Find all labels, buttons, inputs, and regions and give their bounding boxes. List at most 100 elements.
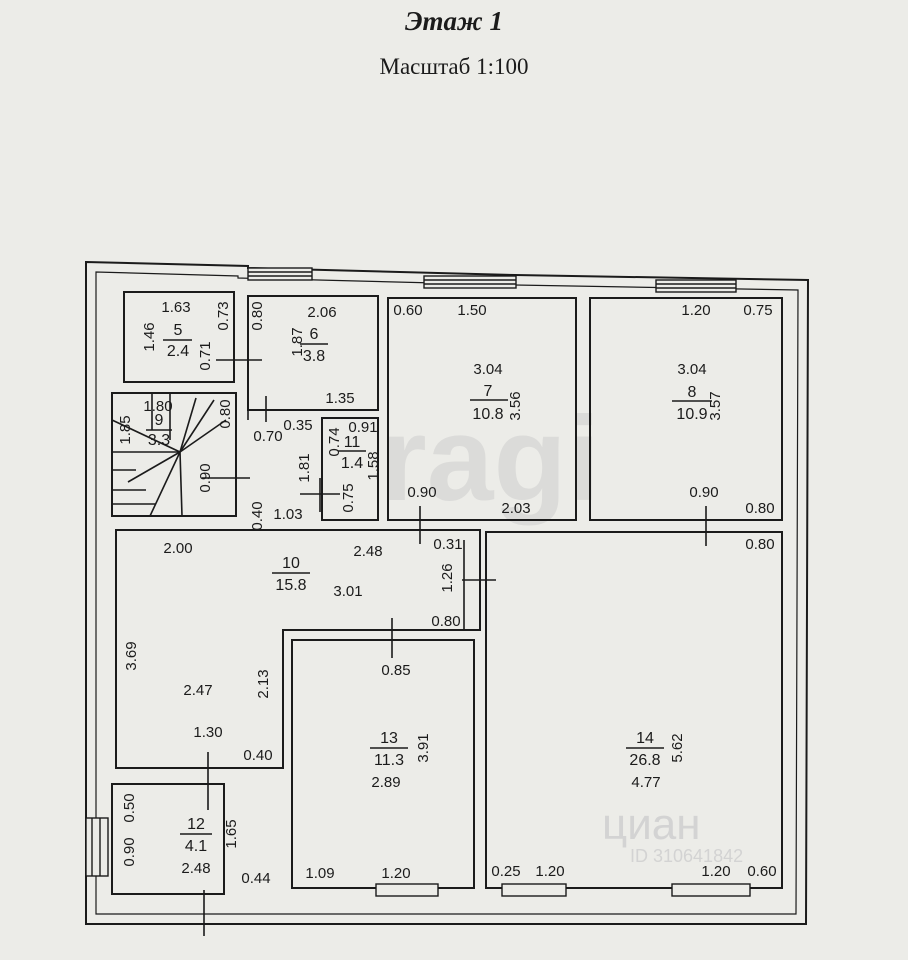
scale-label: Масштаб 1:100 xyxy=(379,54,529,79)
dim-label: 1.09 xyxy=(305,865,334,882)
room-10-number: 10 xyxy=(282,555,300,572)
dim-label: 1.30 xyxy=(193,724,222,741)
dim-label: 0.75 xyxy=(743,302,772,319)
dim-label: 0.80 xyxy=(745,536,774,553)
stair-lines xyxy=(111,393,227,517)
dim-label: 1.50 xyxy=(457,302,486,319)
dim-label: 3.04 xyxy=(473,361,502,378)
room-9-area: 3.3 xyxy=(148,432,170,449)
window-bottom-3 xyxy=(671,883,751,897)
window-top-2 xyxy=(423,275,517,289)
room-7-number: 7 xyxy=(484,383,493,400)
dim-label: 0.90 xyxy=(407,484,436,501)
room-9-outline xyxy=(111,392,237,517)
dim-label: 0.75 xyxy=(340,483,357,512)
room-13-number: 13 xyxy=(380,730,398,747)
dim-label: 0.71 xyxy=(197,341,214,370)
room-5-area: 2.4 xyxy=(167,343,189,360)
room-6-area: 3.8 xyxy=(303,348,325,365)
dim-label: 2.00 xyxy=(163,540,192,557)
dim-label: 0.60 xyxy=(747,863,776,880)
room-7-outline xyxy=(387,297,577,521)
dim-label: 0.90 xyxy=(197,463,214,492)
dim-label: 1.20 xyxy=(535,863,564,880)
dim-label: 2.03 xyxy=(501,500,530,517)
dim-label: 0.35 xyxy=(283,417,312,434)
room-12-area: 4.1 xyxy=(185,838,207,855)
dim-label: 5.62 xyxy=(669,733,686,762)
room-9-number: 9 xyxy=(155,412,164,429)
room-11-outline xyxy=(321,417,379,521)
room-12-outline xyxy=(111,783,225,895)
dim-label: 3.69 xyxy=(123,641,140,670)
dim-label: 1.80 xyxy=(143,398,172,415)
dim-label: 0.90 xyxy=(121,837,138,866)
dim-label: 0.40 xyxy=(249,501,266,530)
dim-label: 3.04 xyxy=(677,361,706,378)
dim-label: 2.13 xyxy=(255,669,272,698)
dim-label: 2.06 xyxy=(307,304,336,321)
window-left-12 xyxy=(85,817,109,877)
fraction-bars xyxy=(146,339,712,835)
dim-label: 0.90 xyxy=(689,484,718,501)
room-13-area: 11.3 xyxy=(374,752,404,769)
dim-label: 0.44 xyxy=(241,870,270,887)
watermark-cian: циан xyxy=(602,800,701,849)
dim-label: 4.77 xyxy=(631,774,660,791)
dim-label: 1.26 xyxy=(439,563,456,592)
window-bottom-2 xyxy=(501,883,567,897)
room-8-area: 10.9 xyxy=(676,406,707,423)
dim-label: 0.25 xyxy=(491,863,520,880)
dim-label: 1.58 xyxy=(365,451,382,480)
dim-label: 2.89 xyxy=(371,774,400,791)
dim-label: 0.91 xyxy=(348,419,377,436)
dim-label: 3.91 xyxy=(415,733,432,762)
dim-label: 2.48 xyxy=(181,860,210,877)
room-10-area: 15.8 xyxy=(275,577,306,594)
window-bottom-1 xyxy=(375,883,439,897)
room-5-outline xyxy=(123,291,235,383)
dim-label: 0.31 xyxy=(433,536,462,553)
dim-label: 1.03 xyxy=(273,506,302,523)
room-6-outline xyxy=(247,295,379,411)
dim-label: 0.74 xyxy=(326,427,343,456)
dim-label: 1.20 xyxy=(701,863,730,880)
room-7-area: 10.8 xyxy=(472,406,503,423)
dim-label: 1.46 xyxy=(141,322,158,351)
dim-label: 1.20 xyxy=(381,865,410,882)
dim-label: 0.50 xyxy=(121,793,138,822)
dim-label: 1.20 xyxy=(681,302,710,319)
room-6-number: 6 xyxy=(310,326,319,343)
floor-title: Этаж 1 xyxy=(404,6,504,36)
dim-label: 3.01 xyxy=(333,583,362,600)
outer-wall xyxy=(85,260,810,925)
dim-label: 0.73 xyxy=(215,301,232,330)
room-10-outline xyxy=(115,529,481,769)
room-11-number: 11 xyxy=(344,434,361,451)
dim-label: 2.47 xyxy=(183,682,212,699)
room-14-area: 26.8 xyxy=(629,752,660,769)
dim-label: 1.63 xyxy=(161,299,190,316)
dim-label: 3.57 xyxy=(707,391,724,420)
windows xyxy=(85,267,751,897)
dim-label: 0.80 xyxy=(431,613,460,630)
window-top-3 xyxy=(655,279,737,293)
room-14-outline xyxy=(485,531,783,889)
room-14-number: 14 xyxy=(636,730,654,747)
dim-label: 1.85 xyxy=(117,415,134,444)
dim-label: 0.40 xyxy=(243,747,272,764)
dim-label: 0.80 xyxy=(745,500,774,517)
room-11-area: 1.4 xyxy=(341,455,363,472)
dim-label: 2.48 xyxy=(353,543,382,560)
room-12-number: 12 xyxy=(187,816,205,833)
dim-label: 1.65 xyxy=(223,819,240,848)
dim-label: 1.81 xyxy=(296,453,313,482)
room-8-number: 8 xyxy=(688,384,697,401)
dim-label: 0.85 xyxy=(381,662,410,679)
dim-label: 1.35 xyxy=(325,390,354,407)
watermark-id: ID 310641842 xyxy=(630,846,744,866)
dim-label: 0.70 xyxy=(253,428,282,445)
dim-label: 0.80 xyxy=(217,399,234,428)
watermark-ragi: ragi xyxy=(380,392,601,526)
